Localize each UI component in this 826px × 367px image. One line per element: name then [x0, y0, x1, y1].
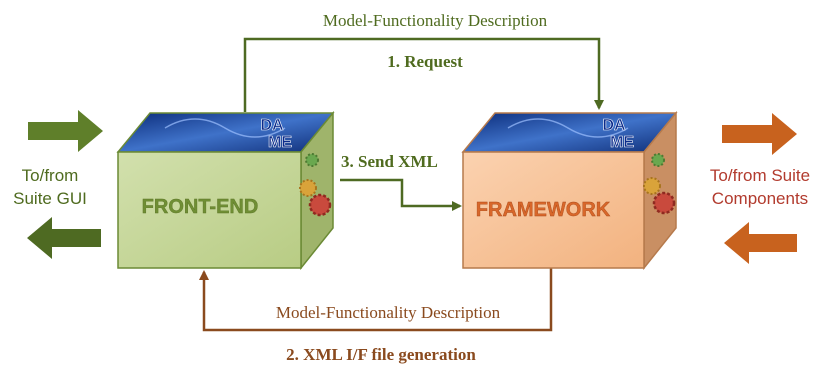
xml-generation-label: 2. XML I/F file generation	[286, 345, 476, 364]
framework-top-face	[461, 112, 678, 153]
xml-generation-flow-line	[199, 268, 553, 332]
front-end-logo-bottom: ME	[268, 134, 292, 151]
front-end-top-face	[116, 112, 335, 153]
arrow-left-icon	[27, 217, 101, 259]
framework-logo-bottom: ME	[610, 134, 634, 151]
front-end-box: DA ME FRONT-END	[116, 110, 335, 271]
left-io-arrows	[27, 110, 103, 259]
request-flow-line	[243, 37, 604, 112]
send-xml-flow-line	[340, 178, 462, 211]
left-label-line2: Suite GUI	[13, 189, 87, 208]
gear-icon	[643, 153, 676, 215]
send-xml-label: 3. Send XML	[341, 152, 438, 171]
front-end-label: FRONT-END	[142, 196, 259, 218]
right-label-line1: To/from Suite	[710, 166, 810, 185]
right-io-arrows	[722, 113, 797, 264]
arrow-right-icon	[28, 110, 103, 152]
framework-logo-top: DA	[602, 117, 626, 134]
arrow-left-icon	[724, 222, 797, 264]
framework-label: FRAMEWORK	[476, 199, 611, 221]
front-end-front-face	[117, 151, 302, 269]
top-face-texture	[507, 118, 629, 138]
framework-box: DA ME FRAMEWORK	[461, 110, 678, 271]
top-face-texture	[164, 118, 286, 138]
right-label-line2: Components	[712, 189, 808, 208]
request-label: 1. Request	[387, 52, 463, 71]
left-label-line1: To/from	[22, 166, 79, 185]
arrow-right-icon	[722, 113, 797, 155]
bottom-flow-label: Model-Functionality Description	[276, 303, 501, 322]
framework-front-face	[462, 151, 645, 269]
front-end-logo-top: DA	[260, 117, 284, 134]
gear-icon	[299, 153, 332, 217]
top-flow-label: Model-Functionality Description	[323, 11, 548, 30]
